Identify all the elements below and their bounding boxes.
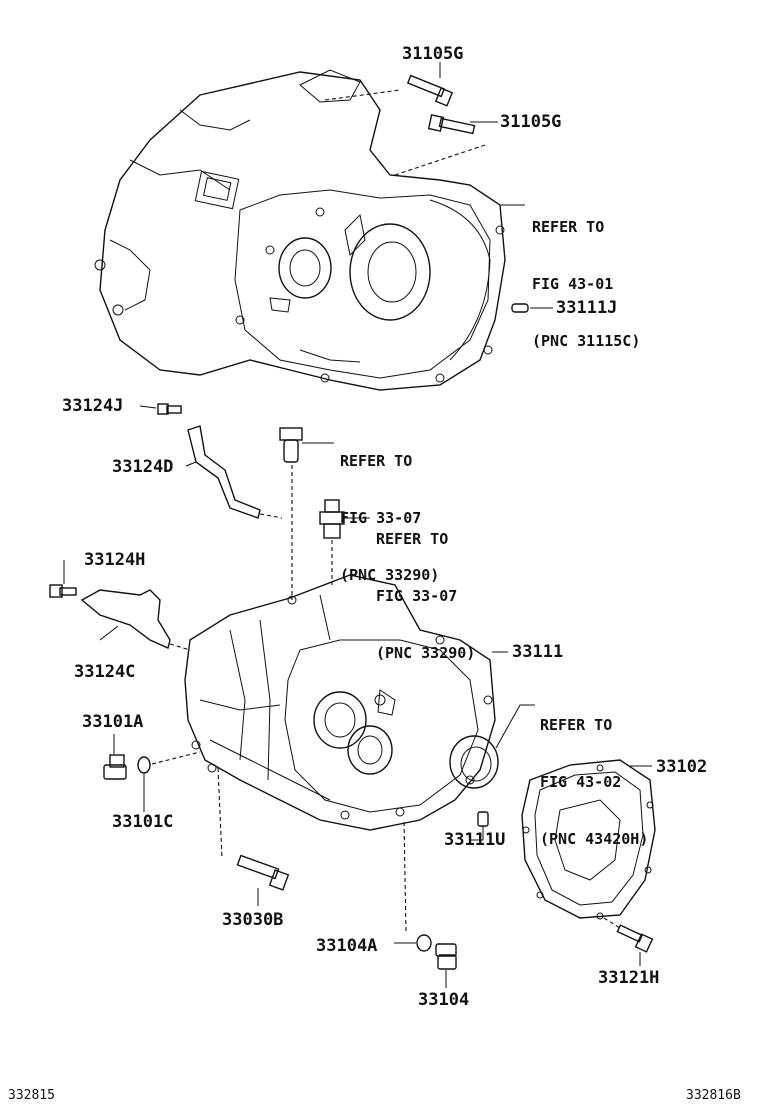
label-33030b[interactable]: 33030B [222,910,284,930]
gasket-33101c-drawing [137,756,151,774]
label-31105g-top[interactable]: 31105G [402,44,464,64]
bolt-33030b-drawing [236,854,290,891]
refer-line-2: FIG 43-02 [540,773,622,791]
bolt-31105g-mid-drawing [427,114,476,135]
label-33121h[interactable]: 33121H [598,968,660,988]
refer-line-2: FIG 33-07 [340,509,422,527]
refer-line-1: REFER TO [376,530,449,548]
refer-line-2: FIG 43-01 [532,275,614,293]
refer-fig-33-07-a[interactable]: REFER TO FIG 33-07 (PNC 33290) [340,414,439,604]
bolt-33121h-drawing [616,924,654,953]
label-33124j[interactable]: 33124J [62,396,124,416]
transmission-case-drawing [184,574,496,831]
gasket-33104a-drawing [416,934,432,952]
label-31105g-mid[interactable]: 31105G [500,112,562,132]
bolt-31105g-top-drawing [406,74,454,107]
bracket-33124c-drawing [80,589,171,649]
label-33111u[interactable]: 33111U [444,830,506,850]
refer-line-1: REFER TO [532,218,605,236]
drain-plug-33101a-drawing [103,754,127,780]
refer-line-2: FIG 33-07 [376,587,458,605]
refer-fig-43-02[interactable]: REFER TO FIG 43-02 (PNC 43420H) [540,678,648,868]
bolt-33124j-drawing [157,403,182,415]
label-33101c[interactable]: 33101C [112,812,174,832]
refer-line-1: REFER TO [540,716,613,734]
pin-33111u-drawing [477,811,489,827]
clutch-housing-drawing [94,69,506,391]
refer-line-3: (PNC 31115C) [532,332,641,350]
refer-fig-43-01[interactable]: REFER TO FIG 43-01 (PNC 31115C) [532,180,640,370]
refer-line-1: REFER TO [340,452,413,470]
drain-plug-33104-drawing [435,943,457,970]
label-33111j[interactable]: 33111J [556,298,618,318]
refer-line-3: (PNC 33290) [340,566,440,584]
label-33124h[interactable]: 33124H [84,550,146,570]
label-33104[interactable]: 33104 [418,990,470,1010]
pin-33111j-drawing [511,303,529,313]
refer-line-3: (PNC 43420H) [540,830,649,848]
label-33101a[interactable]: 33101A [82,712,144,732]
refer-fig-33-07-b[interactable]: REFER TO FIG 33-07 (PNC 33290) [376,492,475,682]
plug-33290-a-drawing [279,427,303,463]
bracket-33124d-drawing [187,425,261,519]
footer-right-code: 332816B [686,1088,741,1103]
label-33104a[interactable]: 33104A [316,936,378,956]
label-33124d[interactable]: 33124D [112,457,174,477]
bolt-33124h-drawing [49,584,77,598]
case-cover-33102-drawing [521,759,656,920]
label-33111[interactable]: 33111 [512,642,564,662]
label-33124c[interactable]: 33124C [74,662,136,682]
footer-left-code: 332815 [8,1088,55,1103]
label-33102[interactable]: 33102 [656,757,708,777]
refer-line-3: (PNC 33290) [376,644,476,662]
oil-seal-43420h-drawing [449,735,499,789]
